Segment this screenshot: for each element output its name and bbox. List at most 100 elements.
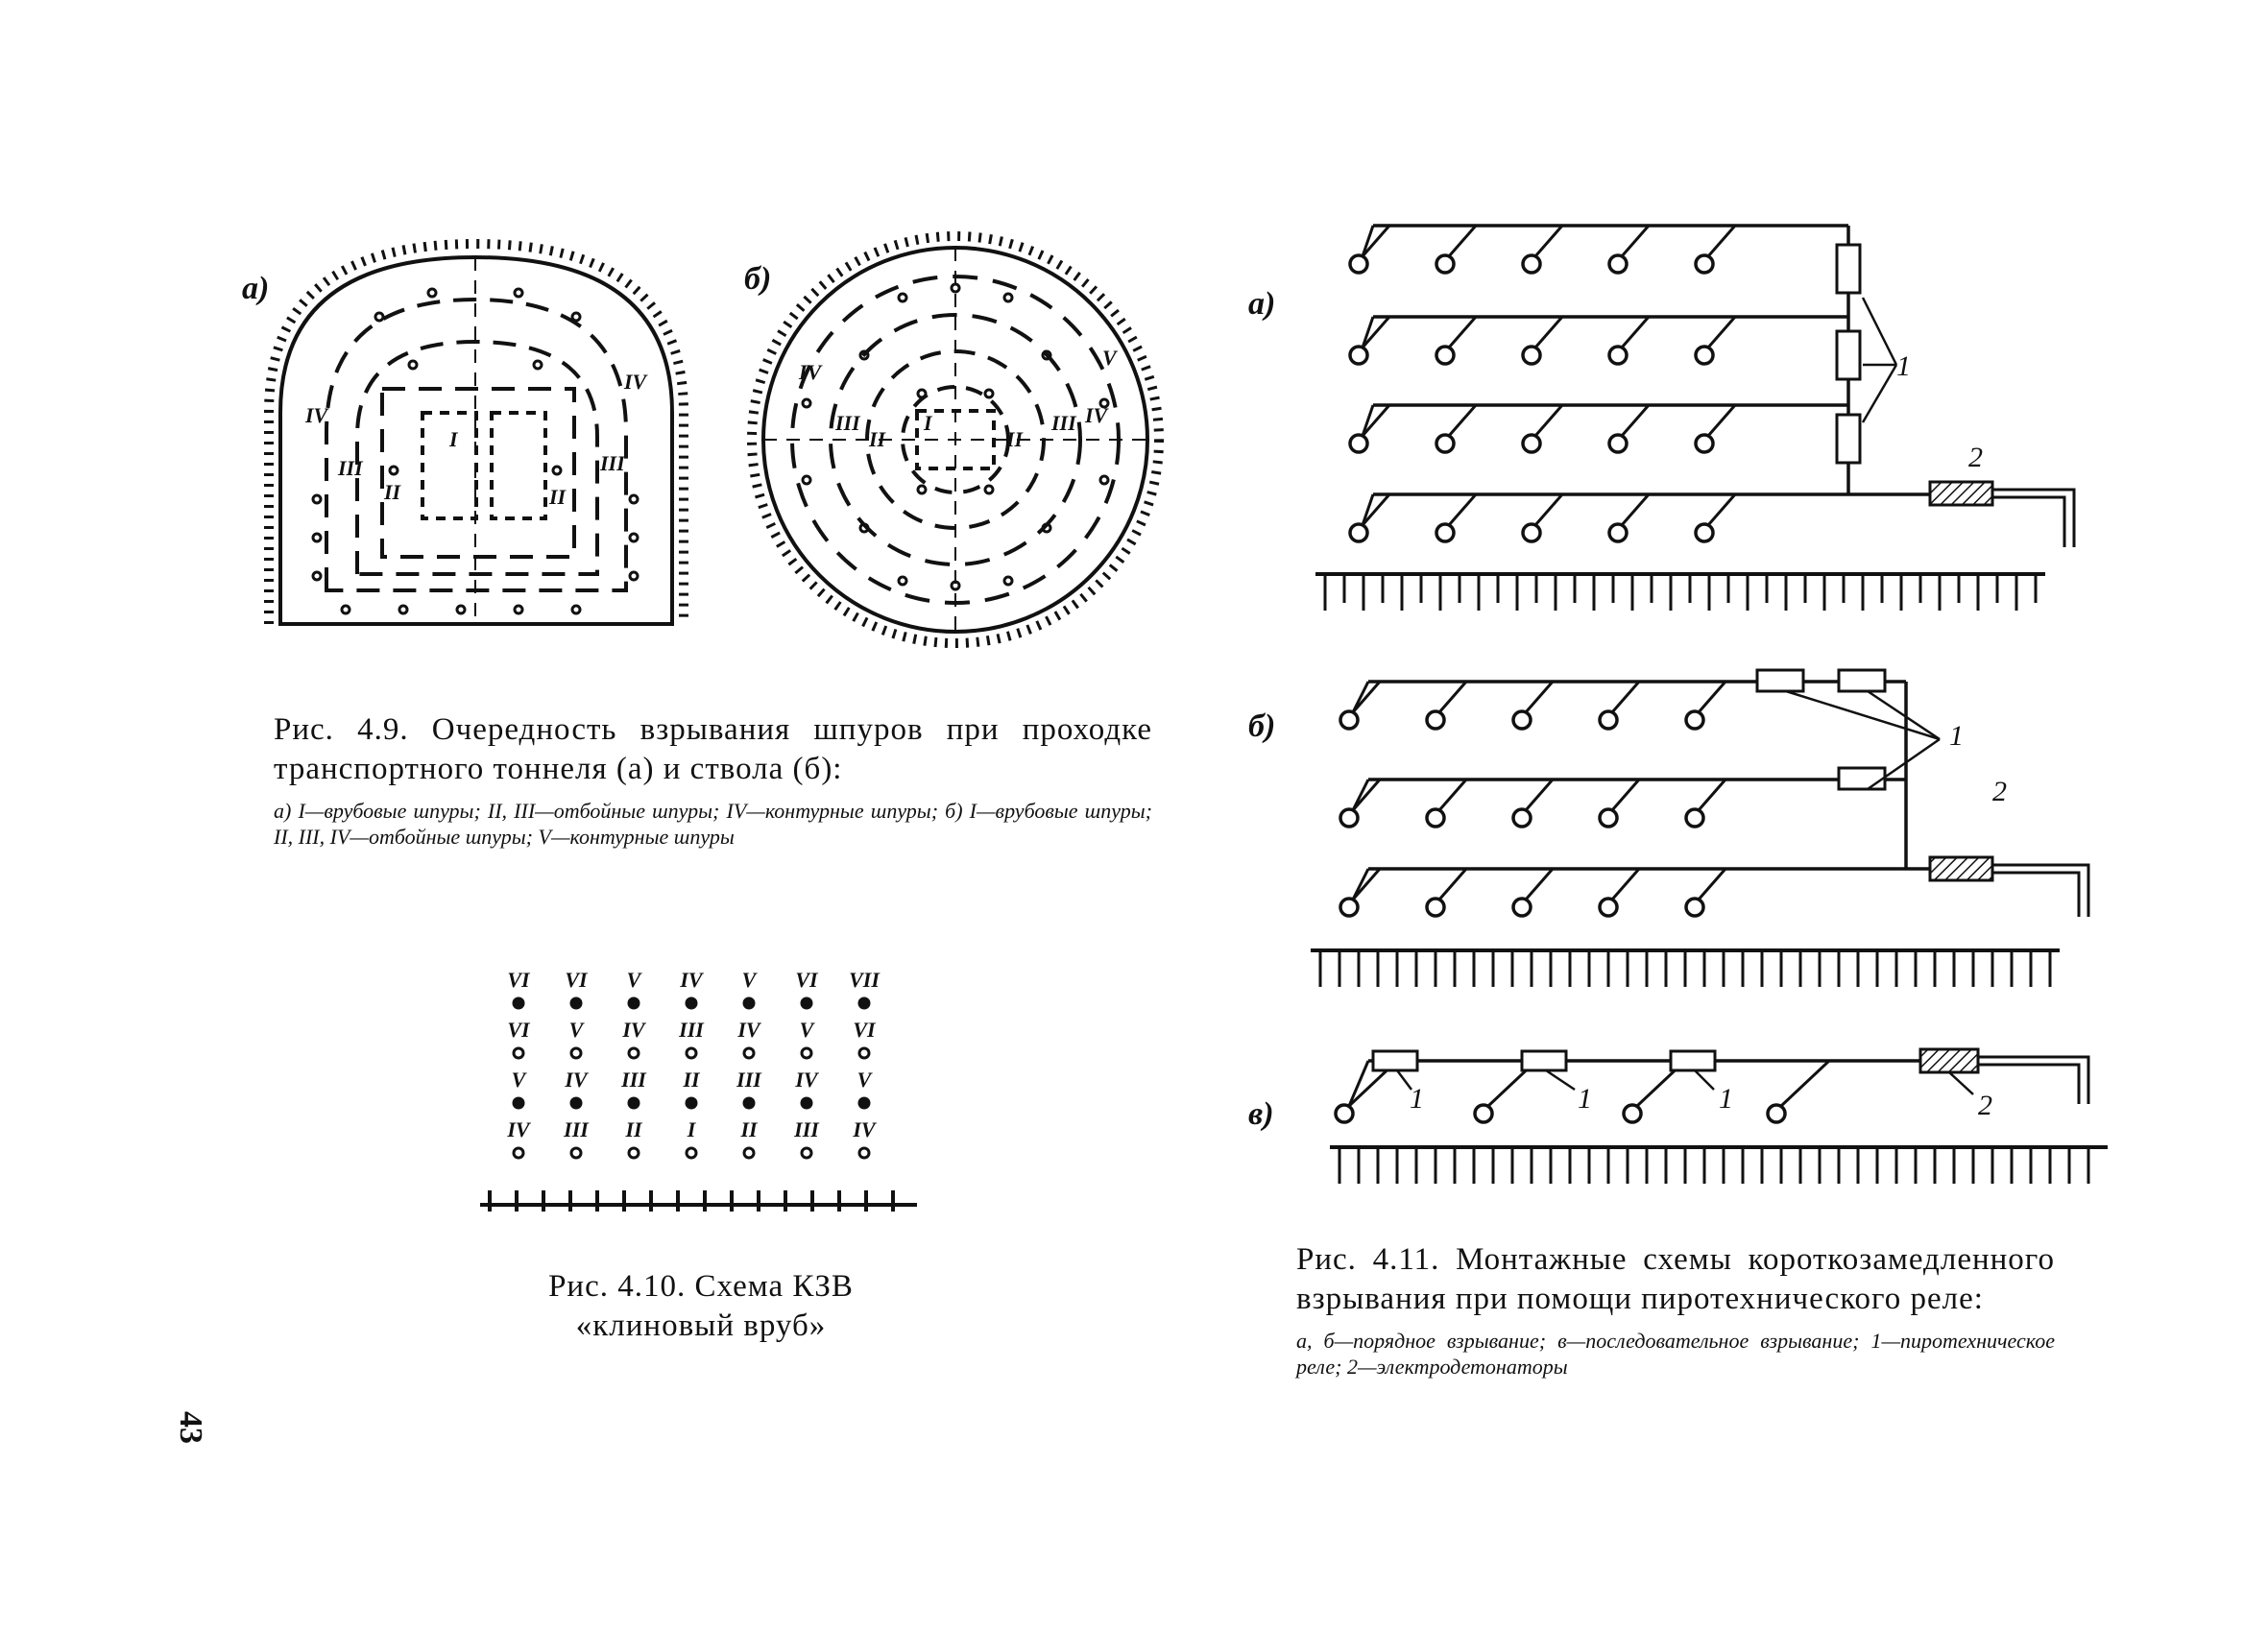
fig410-caption-line1: Рис. 4.10. Схема КЗВ: [548, 1269, 854, 1304]
fig49-caption-sub: а) I—врубовые шпуры; II, III—отбойные шп…: [274, 798, 1152, 850]
fig411-caption: Рис. 4.11. Монтажные схемы короткозамедл…: [1296, 1240, 2055, 1380]
delay-number: II: [624, 1117, 643, 1141]
page-number: 43: [173, 1411, 208, 1444]
lead-wire: [1620, 404, 1651, 437]
lead-wire: [1447, 493, 1478, 526]
detonator-hole: [1425, 897, 1446, 918]
electric-detonator: [1928, 855, 1994, 882]
delay-number: VI: [507, 968, 531, 992]
detonator-hole: [1766, 1103, 1787, 1124]
lead-wire: [1697, 868, 1727, 900]
detonator-hole: [1694, 522, 1715, 543]
tunnel-mark: II: [383, 480, 402, 504]
detonator-hole: [1607, 433, 1629, 454]
lead-wire: [1706, 316, 1737, 348]
detonator-hole: [1684, 709, 1705, 731]
lead-wire: [1533, 493, 1564, 526]
tunnel-holes: [311, 287, 639, 615]
blast-hole: [685, 1146, 698, 1160]
fig411-label-a: а): [1248, 286, 1276, 322]
delay-number: IV: [794, 1068, 820, 1092]
lead-wire: [1361, 316, 1391, 348]
lead-wire: [1361, 225, 1375, 257]
blast-hole: [627, 1096, 640, 1110]
shaft-mark: II: [1005, 427, 1025, 451]
detonator-hole: [1694, 345, 1715, 366]
shaft-diagram: [747, 231, 1164, 648]
lead-wire: [1361, 404, 1391, 437]
detonator-hole: [1684, 897, 1705, 918]
lead-wire: [1524, 681, 1555, 713]
lead-wire: [1361, 316, 1375, 348]
fig411-caption-sub: а, б—порядное взрывание; в—последователь…: [1296, 1328, 2055, 1380]
tunnel-mark: I: [448, 427, 459, 451]
tunnel-mark: IV: [304, 403, 330, 427]
lead-wire: [1437, 681, 1468, 713]
shaft-mark: II: [868, 427, 887, 451]
detonator-hole: [1684, 807, 1705, 828]
scheme-b: [1311, 668, 2090, 987]
detonator-hole: [1694, 433, 1715, 454]
blast-hole: [627, 1146, 640, 1160]
fig411-label-v: в): [1248, 1096, 1274, 1132]
shaft-mark: IV: [798, 360, 824, 384]
blast-hole: [569, 1046, 583, 1060]
electric-detonator: [1918, 1047, 1980, 1074]
detonator-hole: [1435, 522, 1456, 543]
lead-wire: [1533, 316, 1564, 348]
blast-hole: [742, 1046, 756, 1060]
lead-wire: [1697, 681, 1727, 713]
callout-leader: [1785, 689, 1941, 741]
pyrotechnic-relay: [1837, 668, 1887, 693]
delay-number: IV: [564, 1068, 590, 1092]
delay-number: IV: [621, 1018, 647, 1042]
delay-number: VI: [565, 968, 589, 992]
scheme-a-callout-2: 2: [1968, 442, 1983, 473]
fig410-caption-line2: «клиновый вруб»: [575, 1308, 827, 1344]
scheme-a-callout-1: 1: [1896, 350, 1911, 382]
detonator-hole: [1348, 253, 1369, 275]
detonator-hole: [1607, 253, 1629, 275]
detonator-hole: [1511, 897, 1532, 918]
blast-hole: [569, 996, 583, 1010]
lead-wire: [1706, 493, 1737, 526]
detonator-hole: [1694, 253, 1715, 275]
lead-wire: [1992, 488, 2076, 547]
detonator-hole: [1348, 433, 1369, 454]
delay-number: II: [739, 1117, 759, 1141]
detonator-hole: [1511, 807, 1532, 828]
blast-hole: [569, 1146, 583, 1160]
scheme-b-callout-1: 1: [1949, 720, 1964, 752]
detonator-hole: [1339, 709, 1360, 731]
blast-hole: [685, 1046, 698, 1060]
callout-leader: [1396, 1069, 1412, 1091]
blast-hole: [800, 1096, 813, 1110]
lead-wire: [1351, 779, 1382, 811]
scheme-a: [1315, 224, 2076, 611]
blast-hole: [800, 1146, 813, 1160]
fig410-grid: VIVIVIVVIVIVIIIVIVIIIIIIVIIIIIIVIVIIIIIV…: [506, 968, 881, 1160]
lead-wire: [1610, 681, 1641, 713]
blast-hole: [512, 1096, 525, 1110]
lead-wire: [1533, 404, 1564, 437]
blast-hole: [800, 996, 813, 1010]
callout-leader: [1861, 297, 1898, 366]
callout-leader: [1948, 1071, 1974, 1095]
lead-wire: [1620, 225, 1651, 257]
blast-hole: [512, 996, 525, 1010]
detonator-hole: [1425, 807, 1446, 828]
lead-wire: [1351, 868, 1382, 900]
detonator-hole: [1598, 709, 1619, 731]
tunnel-roman-marks: I II II III III IV IV: [304, 370, 649, 509]
scheme-v-callout-2: 2: [1978, 1090, 1992, 1121]
detonator-hole: [1521, 522, 1542, 543]
delay-number: IV: [506, 1117, 532, 1141]
lead-wire: [1978, 1063, 2081, 1104]
lead-wire: [1351, 681, 1382, 713]
lead-wire: [1524, 779, 1555, 811]
shaft-mark: III: [834, 411, 861, 435]
blast-hole: [627, 996, 640, 1010]
lead-wire: [1620, 316, 1651, 348]
